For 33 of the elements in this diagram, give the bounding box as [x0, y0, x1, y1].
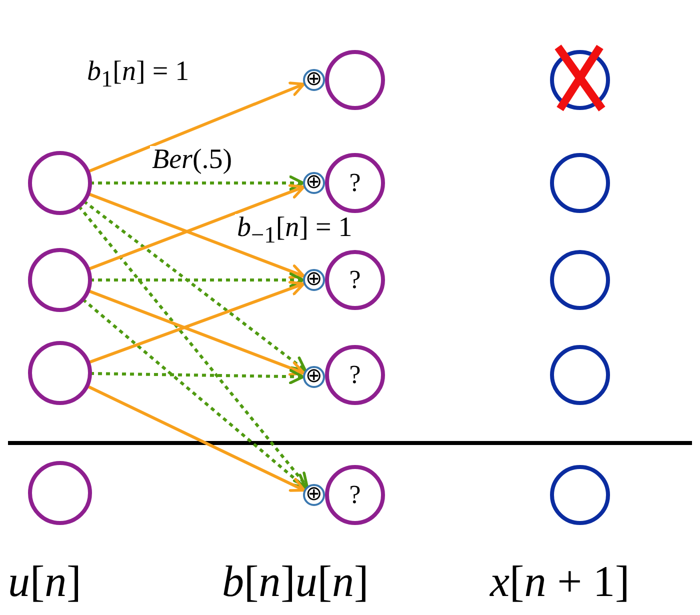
- arrow: [88, 289, 306, 376]
- circle-node: ?: [325, 250, 385, 310]
- circle-node: ?: [325, 153, 385, 213]
- arrow: [88, 192, 306, 279]
- arrow: [90, 369, 304, 384]
- circle-node: [28, 151, 92, 215]
- sum-circle: ⊕: [303, 172, 325, 194]
- sum-circle: ⊕: [303, 269, 325, 291]
- arrow: [88, 280, 306, 364]
- arrow: [82, 200, 307, 372]
- arrow: [82, 298, 307, 490]
- circle-node: [550, 250, 610, 310]
- circle-node: ?: [325, 345, 385, 405]
- arrow: [78, 205, 308, 488]
- sum-circle: ⊕: [303, 484, 325, 506]
- arrow: [86, 384, 306, 492]
- circle-node: [28, 341, 92, 405]
- circle-node: [550, 153, 610, 213]
- arrow: [88, 184, 306, 271]
- circle-node: ?: [325, 465, 385, 525]
- circle-node: [28, 461, 92, 525]
- axis-label: x[n + 1]: [490, 560, 630, 604]
- circle-node: [550, 465, 610, 525]
- axis-label: u[n]: [8, 560, 82, 604]
- arrow: [90, 175, 304, 191]
- circle-node: [550, 345, 610, 405]
- arrow: [87, 82, 306, 174]
- axis-label: b[n]u[n]: [222, 560, 369, 604]
- arrow: [90, 272, 304, 288]
- sum-circle: ⊕: [303, 69, 325, 91]
- circle-node: [28, 248, 92, 312]
- sum-circle: ⊕: [303, 366, 325, 388]
- circle-node: [325, 50, 385, 110]
